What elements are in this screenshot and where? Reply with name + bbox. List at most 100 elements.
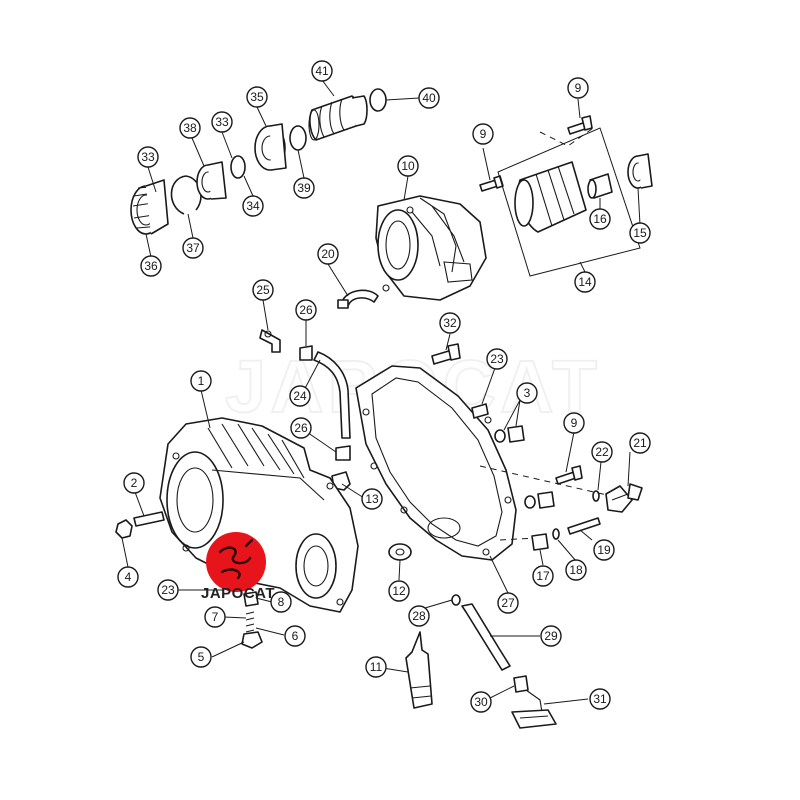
callout-circle: [532, 565, 554, 587]
part-4-nut: [115, 519, 133, 539]
callout-label: 24: [293, 389, 307, 403]
logo-text: JAPOCAT: [201, 585, 275, 602]
callout-c22: 22: [591, 441, 613, 463]
part-12-washer: [388, 543, 412, 561]
callout-c1: 1: [190, 370, 212, 392]
part-32-bolt: [431, 343, 461, 365]
callout-c19: 19: [593, 539, 615, 561]
callout-label: 31: [593, 692, 607, 706]
callout-circle: [317, 243, 339, 265]
part-9-bolt-right: [555, 465, 583, 485]
callout-label: 18: [569, 563, 583, 577]
callout-label: 33: [215, 115, 229, 129]
part-9-bolt-top: [567, 115, 593, 135]
callout-label: 35: [250, 90, 264, 104]
part-23-plug-upper: [471, 403, 489, 419]
callout-circle: [270, 591, 292, 613]
part-3-plug: [494, 425, 525, 443]
callout-c29: 29: [540, 625, 562, 647]
callout-label: 17: [536, 569, 550, 583]
callout-c25: 25: [252, 279, 274, 301]
callout-label: 40: [422, 91, 436, 105]
callout-c15: 15: [629, 222, 651, 244]
callout-c24: 24: [289, 385, 311, 407]
callout-label: 41: [315, 64, 329, 78]
callout-circle: [418, 87, 440, 109]
part-11-sealant-tube: [405, 631, 433, 709]
japocat-logo: JAPOCAT: [201, 532, 275, 602]
leader-lines: [121, 79, 641, 705]
callout-c9c: 9: [563, 412, 585, 434]
callout-c23b: 23: [486, 348, 508, 370]
callout-circle: [365, 656, 387, 678]
part-38-bearing: [196, 161, 227, 200]
part-40-clamp: [369, 88, 387, 112]
part-26-fitting-lower: [335, 445, 351, 461]
part-28-oring: [451, 594, 461, 606]
callout-circle: [497, 592, 519, 614]
callout-c17: 17: [532, 565, 554, 587]
callout-circle: [211, 111, 233, 133]
callout-c35: 35: [246, 86, 268, 108]
callout-label: 9: [480, 127, 487, 141]
callout-circle: [565, 559, 587, 581]
callout-circle: [190, 370, 212, 392]
callout-c18: 18: [565, 559, 587, 581]
callout-label: 29: [544, 629, 558, 643]
callout-circle: [311, 60, 333, 82]
callout-c23a: 23: [157, 579, 179, 601]
callout-label: 26: [294, 421, 308, 435]
callout-c10: 10: [397, 155, 419, 177]
callout-label: 38: [183, 121, 197, 135]
callout-circle: [284, 625, 306, 647]
callout-label: 2: [131, 476, 138, 490]
part-5-plug-bolt: [241, 631, 263, 649]
callout-c7: 7: [204, 606, 226, 628]
callout-label: 26: [299, 303, 313, 317]
callout-label: 21: [633, 436, 647, 450]
callout-circle: [179, 117, 201, 139]
callout-c20: 20: [317, 243, 339, 265]
callout-circle: [629, 432, 651, 454]
callout-c9a: 9: [472, 123, 494, 145]
part-33-snap-ring: [230, 155, 246, 179]
callout-c28: 28: [408, 605, 430, 627]
callout-circle: [252, 279, 274, 301]
part-25-lever: [259, 329, 281, 353]
part-29-tube: [461, 603, 511, 671]
callout-circle: [361, 488, 383, 510]
part-15-seal: [627, 153, 653, 189]
callout-label: 6: [292, 629, 299, 643]
part-36-bearing: [130, 179, 169, 235]
callout-circle: [593, 539, 615, 561]
callout-circle: [629, 222, 651, 244]
callout-circle: [574, 271, 596, 293]
callout-c16: 16: [589, 208, 611, 230]
callout-label: 4: [125, 570, 132, 584]
part-24-vent-hose: [313, 351, 351, 439]
callout-circle: [157, 579, 179, 601]
callout-circle: [289, 385, 311, 407]
callout-circle: [242, 195, 264, 217]
callout-label: 25: [256, 283, 270, 297]
callout-circle: [293, 177, 315, 199]
callout-circle: [589, 208, 611, 230]
callout-label: 22: [595, 445, 609, 459]
callout-label: 30: [474, 695, 488, 709]
part-19-shaft: [567, 517, 601, 535]
callout-label: 5: [198, 650, 205, 664]
callout-circle: [567, 77, 589, 99]
callout-circle: [295, 299, 317, 321]
callout-label: 11: [370, 660, 383, 674]
callout-circle: [591, 441, 613, 463]
part-18-oring: [552, 528, 560, 540]
callout-label: 23: [490, 352, 504, 366]
part-31-pump: [511, 689, 557, 729]
callout-circle: [397, 155, 419, 177]
callout-circle: [563, 412, 585, 434]
callout-c40: 40: [418, 87, 440, 109]
callout-c37: 37: [182, 237, 204, 259]
part-39-snap-ring: [289, 125, 307, 151]
callout-circle: [540, 625, 562, 647]
